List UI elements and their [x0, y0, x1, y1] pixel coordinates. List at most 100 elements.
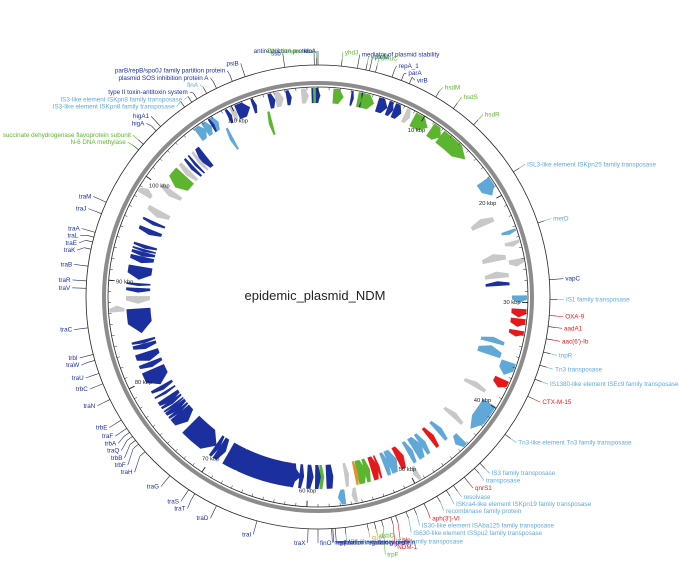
feature-arrow	[315, 88, 321, 104]
label-leader-line	[132, 134, 139, 140]
feature-label: traI	[242, 531, 251, 538]
feature-arrow-unlabeled	[137, 187, 153, 199]
feature-arrow-unlabeled	[267, 111, 276, 135]
feature-position-tick	[453, 102, 458, 109]
label-leader-line	[478, 473, 485, 481]
kbp-tick	[487, 176, 490, 179]
feature-position-tick	[369, 63, 372, 71]
feature-label: traF	[102, 433, 113, 440]
kbp-tick	[473, 433, 477, 436]
feature-position-tick	[133, 145, 139, 151]
feature-position-tick	[549, 278, 557, 281]
kbp-tick	[124, 215, 128, 217]
label-leader-line	[426, 509, 431, 519]
feature-position-tick	[139, 451, 146, 457]
kbp-tick	[251, 493, 254, 497]
feature-position-tick	[87, 235, 94, 238]
feature-position-tick	[474, 468, 480, 474]
feature-label: parB/repB/spo0J family partition protein	[115, 68, 226, 75]
label-leader-line	[189, 91, 194, 94]
feature-label: traR	[59, 277, 71, 284]
kbp-tick	[241, 489, 243, 493]
kbp-tick	[230, 485, 233, 489]
feature-arrow	[225, 127, 239, 150]
feature-arrow-unlabeled	[160, 183, 183, 201]
feature-arrow	[154, 384, 176, 399]
feature-arrow	[193, 125, 207, 141]
plasmid-title: epidemic_plasmid_NDM	[245, 288, 386, 303]
kbp-tick	[116, 356, 120, 358]
feature-position-tick	[409, 77, 413, 84]
label-leader-line	[121, 440, 128, 451]
feature-label: OXA-9	[565, 314, 584, 321]
feature-position-tick	[133, 443, 139, 449]
feature-position-tick	[548, 326, 556, 328]
feature-position-tick	[88, 360, 95, 363]
feature-arrow	[493, 375, 510, 388]
feature-arrow	[511, 295, 527, 303]
kbp-tick	[432, 121, 435, 125]
kbp-tick	[480, 424, 484, 427]
feature-label: trbB	[111, 455, 123, 462]
feature-label: parM	[375, 54, 389, 61]
feature-label: traH	[121, 469, 133, 476]
kbp-tick-label: 80 kbp	[135, 380, 152, 386]
feature-arrow	[133, 241, 158, 251]
feature-arrow	[126, 282, 151, 286]
feature-label: trbF	[115, 462, 126, 469]
feature-arrow-unlabeled	[504, 239, 520, 247]
label-leader-line	[541, 381, 549, 385]
label-leader-line	[160, 480, 166, 487]
feature-label: Tn3-like element Tn3 family transposase	[518, 440, 632, 447]
kbp-tick	[508, 377, 512, 379]
label-leader-line	[199, 84, 204, 88]
label-leader-line	[383, 526, 386, 555]
feature-position-tick	[99, 199, 107, 203]
label-leader-line	[510, 438, 517, 443]
label-leader-line	[484, 468, 490, 474]
kbp-tick	[413, 110, 416, 114]
feature-position-tick	[190, 493, 196, 500]
kbp-tick	[504, 204, 507, 207]
feature-position-tick	[81, 327, 89, 330]
label-leader-line	[555, 327, 563, 329]
feature-position-tick	[203, 87, 207, 94]
feature-position-tick	[453, 485, 458, 492]
feature-position-tick	[390, 517, 394, 525]
feature-arrow	[285, 90, 292, 106]
feature-position-tick	[84, 247, 92, 250]
label-leader-line	[408, 518, 412, 533]
feature-arrow-unlabeled	[150, 379, 173, 394]
feature-arrow	[485, 281, 510, 287]
label-leader-line	[210, 77, 214, 83]
kbp-tick	[220, 110, 223, 114]
kbp-tick-label: 10 kbp	[408, 128, 425, 134]
label-leader-line	[74, 328, 82, 330]
feature-label: traU	[72, 375, 84, 382]
label-leader-line	[345, 534, 348, 542]
feature-arrow-unlabeled	[443, 406, 464, 425]
kbp-tick	[421, 115, 425, 122]
feature-label: trbC	[76, 386, 88, 393]
feature-position-tick	[543, 351, 551, 355]
feature-position-tick	[81, 264, 89, 267]
label-leader-line	[556, 278, 564, 280]
feature-label: replication initiation protein	[334, 540, 409, 547]
label-leader-line	[519, 164, 526, 169]
feature-position-tick	[120, 428, 127, 433]
feature-arrow	[384, 100, 394, 117]
feature-label: cutA	[372, 534, 385, 541]
feature-position-tick	[546, 338, 554, 341]
kbp-tick	[183, 456, 187, 459]
kbp-tick	[521, 257, 525, 259]
feature-position-tick	[254, 520, 258, 528]
label-leader-line	[127, 141, 134, 146]
feature-label: vapC	[565, 276, 580, 283]
feature-arrow	[187, 154, 206, 174]
feature-label: merD	[553, 215, 569, 222]
kbp-tick	[393, 489, 395, 493]
feature-arrow	[165, 398, 187, 416]
kbp-tick	[449, 135, 453, 138]
kbp-tick	[139, 406, 143, 409]
feature-arrow	[126, 287, 151, 293]
